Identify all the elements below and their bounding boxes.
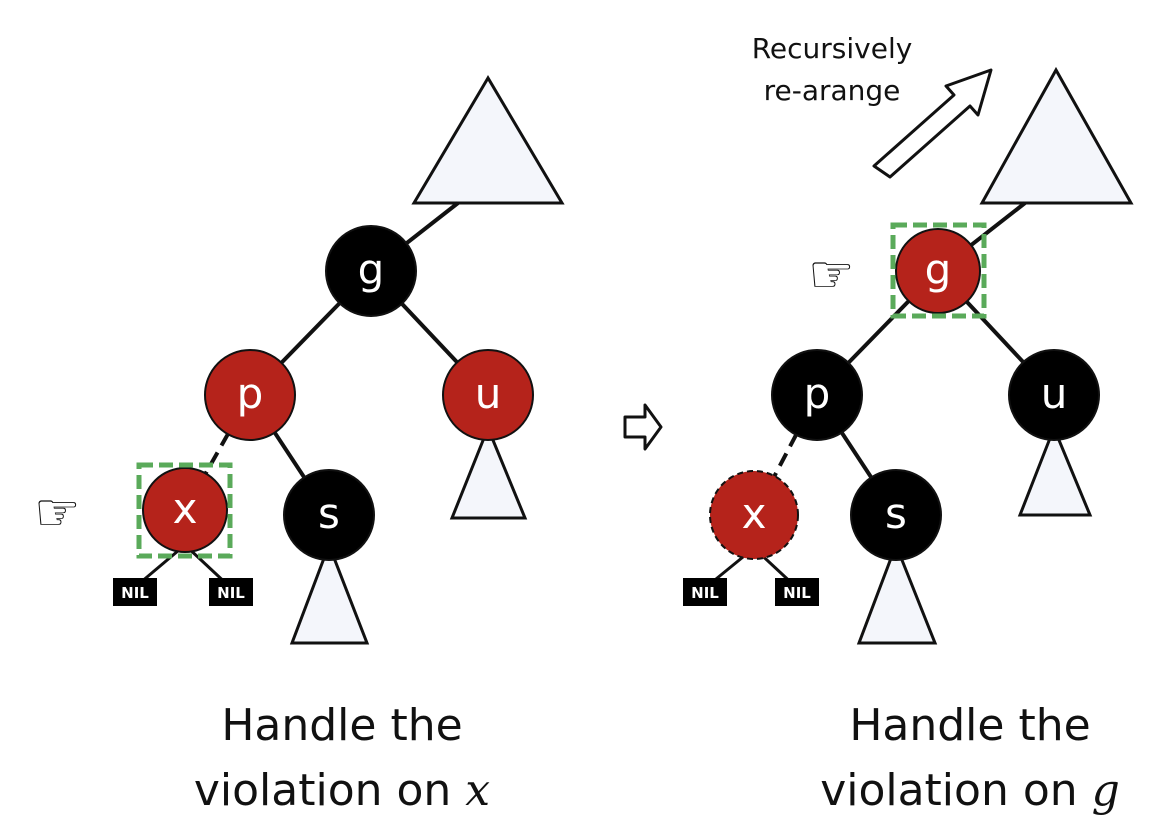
left-node-x-label: x <box>173 484 198 533</box>
right-node-g-highlight <box>890 222 987 319</box>
right-node-x-circle <box>709 470 799 560</box>
right-nil-left-box <box>683 578 727 606</box>
right-nil-right-label: NIL <box>783 584 811 602</box>
left-caption-text: violation on <box>194 765 465 816</box>
left-node-x-highlight <box>136 462 233 559</box>
hollow-right-arrow-icon <box>623 403 663 451</box>
left-caption-variable: x <box>465 765 490 816</box>
right-nil-right-box <box>775 578 819 606</box>
left-pointing-hand-icon: ☞ <box>34 483 81 543</box>
left-parent-subtree <box>411 75 565 205</box>
left-s-subtree <box>289 540 370 645</box>
right-s-subtree <box>856 540 938 645</box>
left-caption-line1: Handle the <box>221 700 462 751</box>
left-node-p-circle <box>204 349 296 441</box>
right-caption-line2: violation on g <box>820 765 1120 816</box>
left-node-s-circle <box>283 469 375 561</box>
right-panel: Recursively re-arange g p u s x NIL NIL … <box>683 32 1134 816</box>
right-caption-variable: g <box>1092 765 1120 816</box>
right-node-p-circle <box>771 349 863 441</box>
left-node-u-label: u <box>475 369 502 418</box>
left-u-subtree <box>449 424 528 520</box>
right-parent-subtree <box>979 66 1134 205</box>
left-node-u-circle <box>442 349 534 441</box>
left-caption-line2: violation on x <box>194 765 490 816</box>
right-node-s-label: s <box>885 489 907 538</box>
left-node-g-circle <box>325 225 417 317</box>
left-nil-left-box <box>113 578 157 606</box>
left-nil-right-label: NIL <box>217 584 245 602</box>
right-node-x-label: x <box>742 489 767 538</box>
right-u-subtree <box>1017 423 1093 517</box>
right-nil-left-label: NIL <box>691 584 719 602</box>
left-node-g-label: g <box>358 245 385 294</box>
recurse-label-line1: Recursively <box>752 32 913 65</box>
right-node-s-circle <box>850 469 942 561</box>
recurse-up-arrow-icon <box>872 68 993 179</box>
left-node-p-label: p <box>237 369 264 418</box>
right-caption-text: violation on <box>820 765 1091 816</box>
right-node-u-label: u <box>1041 369 1068 418</box>
right-node-p-label: p <box>804 369 831 418</box>
right-node-u-circle <box>1008 349 1100 441</box>
left-node-x-circle <box>142 467 228 553</box>
left-panel: g p u s x NIL NIL ☞ Handle the violation… <box>34 75 565 816</box>
left-nil-right-box <box>209 578 253 606</box>
left-node-s-label: s <box>318 489 340 538</box>
recurse-label-line2: re-arange <box>764 74 901 107</box>
right-node-g-circle <box>895 228 981 314</box>
left-nil-left-label: NIL <box>121 584 149 602</box>
right-caption-line1: Handle the <box>849 700 1090 751</box>
right-pointing-hand-icon: ☞ <box>808 245 855 305</box>
right-node-g-label: g <box>925 245 952 294</box>
